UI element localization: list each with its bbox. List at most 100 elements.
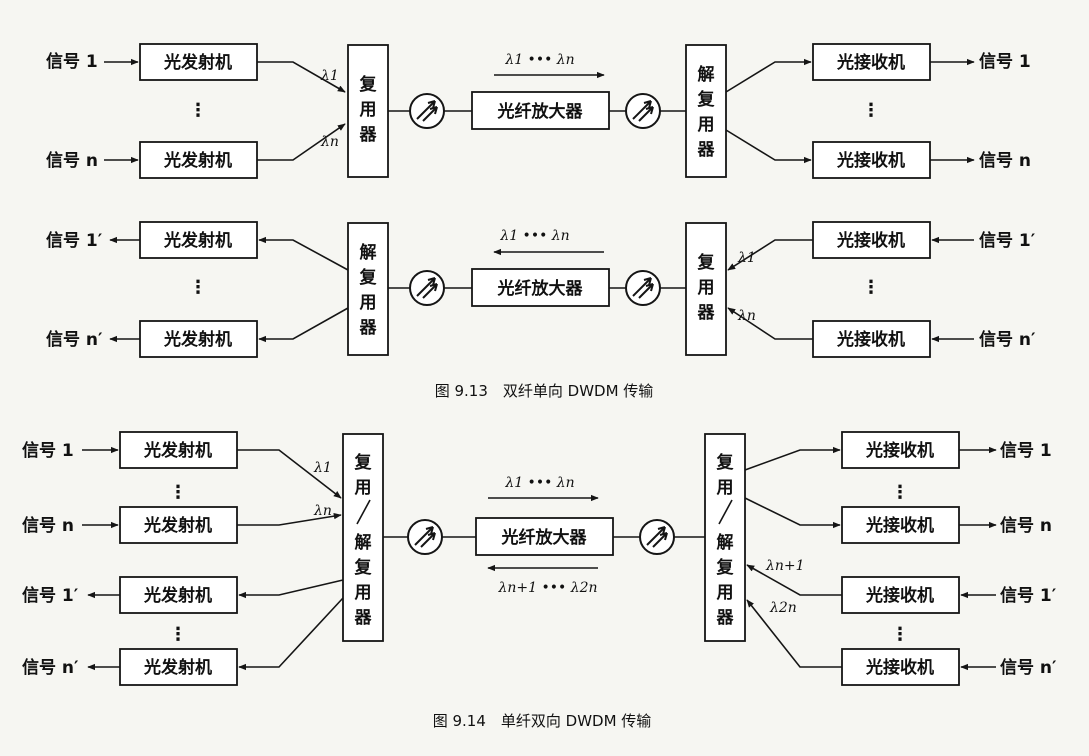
arrow-tx1-mux — [237, 449, 342, 499]
transmitter-box-1prime — [119, 576, 238, 614]
demux-char: 复 — [359, 267, 378, 288]
receiver-label-1prime: 光接收机 — [836, 230, 905, 251]
isolator-icon — [639, 519, 675, 555]
signal-in-1prime: 信号 1′ — [979, 230, 1036, 251]
muxdemux-char: 复 — [354, 452, 373, 473]
signal-out-1prime: 信号 1′ — [46, 230, 103, 251]
vertical-dots: ⋮ — [862, 100, 880, 121]
receiver-label: 光接收机 — [865, 515, 934, 536]
lambda-n-label: λn — [320, 134, 339, 150]
multiplexer-box-2 — [685, 222, 727, 356]
transmitter-label: 光发射机 — [143, 585, 212, 606]
lambda-1-label: λ1 — [313, 460, 332, 476]
figure-caption-9-13: 图 9.13 双纤单向 DWDM 传输 — [435, 382, 654, 400]
receiver-box-nprime — [841, 648, 960, 686]
lambda-2n-label: λ2n — [769, 600, 797, 616]
arrow-rxn-mux — [727, 307, 813, 340]
signal-out-n: 信号 n — [979, 150, 1031, 171]
transmitter-label-nprime: 光发射机 — [163, 329, 232, 350]
fig13-bottom: 信号 1′ 光发射机 ⋮ 信号 n′ 光发射机 解 复 用 器 光纤放大器 λ1… — [46, 221, 1036, 358]
receiver-box-1prime — [812, 221, 931, 259]
arrow-txn-mux — [257, 123, 346, 161]
wavelength-band-label-2: λ1 ••• λn — [499, 228, 569, 244]
muxdemux-char: 用 — [717, 583, 734, 603]
lambda-n1-label: λn+1 — [765, 558, 805, 574]
lambda-1-label: λ1 — [320, 68, 339, 84]
isolator-icon — [409, 93, 445, 129]
lambda-1-label-2: λ1 — [737, 250, 756, 266]
signal-in-nprime: 信号 n′ — [979, 329, 1036, 350]
vertical-dots: ⋮ — [169, 482, 187, 503]
muxdemux-char: 用 — [717, 478, 734, 498]
arrow-demux-tx1 — [258, 236, 349, 271]
muxdemux-char: 复 — [716, 557, 735, 578]
transmitter-box-nprime — [119, 648, 238, 686]
demux-char: 复 — [697, 89, 716, 110]
muxdemux-box-right — [704, 433, 746, 642]
transmitter-label-n: 光发射机 — [163, 150, 232, 171]
demultiplexer-box — [685, 44, 727, 178]
arrow-demux-txn — [258, 307, 349, 343]
right-signal-1prime: 信号 1′ — [1000, 585, 1057, 606]
transmitter-label: 光发射机 — [143, 515, 212, 536]
amplifier-box-2 — [471, 268, 610, 307]
transmitter-box-1prime — [139, 221, 258, 259]
demux-char: 器 — [697, 140, 716, 160]
muxdemux-char: 器 — [716, 608, 735, 628]
arrow-rx1-mux — [727, 239, 813, 271]
amplifier-label-2: 光纤放大器 — [497, 278, 584, 299]
signal-out-nprime: 信号 n′ — [46, 329, 103, 350]
wavelength-band-label: λ1 ••• λn — [504, 52, 574, 68]
band-backward-label: λn+1 ••• λ2n — [498, 580, 598, 596]
amplifier-box — [475, 517, 614, 556]
isolator-icon — [407, 519, 443, 555]
arrow-demux-rx1 — [725, 58, 812, 93]
left-signal-nprime: 信号 n′ — [22, 657, 79, 678]
receiver-label: 光接收机 — [865, 440, 934, 461]
receiver-box-nprime — [812, 320, 931, 358]
muxdemux-char: 解 — [717, 532, 734, 553]
demux-char: 器 — [359, 318, 378, 338]
amplifier-label: 光纤放大器 — [501, 527, 588, 548]
transmitter-label-1: 光发射机 — [163, 52, 232, 73]
muxdemux-slash — [356, 499, 371, 525]
mux-char: 用 — [698, 278, 715, 298]
amplifier-box — [471, 91, 610, 130]
right-signal-n: 信号 n — [1000, 515, 1052, 536]
fig13-top: 信号 1 光发射机 ⋮ 信号 n 光发射机 λ1 λn 复 用 器 光纤放大器 … — [46, 43, 1031, 179]
muxdemux-char: 器 — [354, 608, 373, 628]
demux-char: 解 — [360, 242, 377, 263]
arrow-txn-mux — [237, 512, 342, 526]
receiver-label: 光接收机 — [865, 585, 934, 606]
transmitter-label: 光发射机 — [143, 440, 212, 461]
transmitter-box-1 — [119, 431, 238, 469]
amplifier-label: 光纤放大器 — [497, 101, 584, 122]
arrow-tx1-mux — [257, 61, 346, 93]
arrow-demux-rxn — [725, 129, 812, 164]
arrow-rx1prime-mux — [746, 564, 842, 596]
left-signal-n: 信号 n — [22, 515, 74, 536]
muxdemux-char: 解 — [355, 532, 372, 553]
demux-char: 用 — [360, 293, 377, 313]
isolator-icon — [409, 270, 445, 306]
vertical-dots: ⋮ — [189, 277, 207, 298]
receiver-box-n — [841, 506, 960, 544]
signal-in-n: 信号 n — [46, 150, 98, 171]
muxdemux-char: 复 — [354, 557, 373, 578]
transmitter-label-1prime: 光发射机 — [163, 230, 232, 251]
mux-char: 器 — [697, 303, 716, 323]
receiver-box-1 — [812, 43, 931, 81]
fig14: 信号 1 光发射机 ⋮ 信号 n 光发射机 信号 1′ 光发射机 ⋮ 信号 n′… — [22, 431, 1057, 686]
right-signal-1: 信号 1 — [1000, 440, 1052, 461]
receiver-label-1: 光接收机 — [836, 52, 905, 73]
muxdemux-slash — [718, 499, 733, 525]
band-forward-label: λ1 ••• λn — [504, 475, 574, 491]
right-signal-nprime: 信号 n′ — [1000, 657, 1057, 678]
arrow-rxnprime-mux — [746, 599, 842, 668]
muxdemux-char: 用 — [355, 478, 372, 498]
receiver-label-n: 光接收机 — [836, 150, 905, 171]
mux-char: 复 — [697, 252, 716, 273]
demux-char: 解 — [698, 64, 715, 85]
signal-in-1: 信号 1 — [46, 51, 98, 72]
